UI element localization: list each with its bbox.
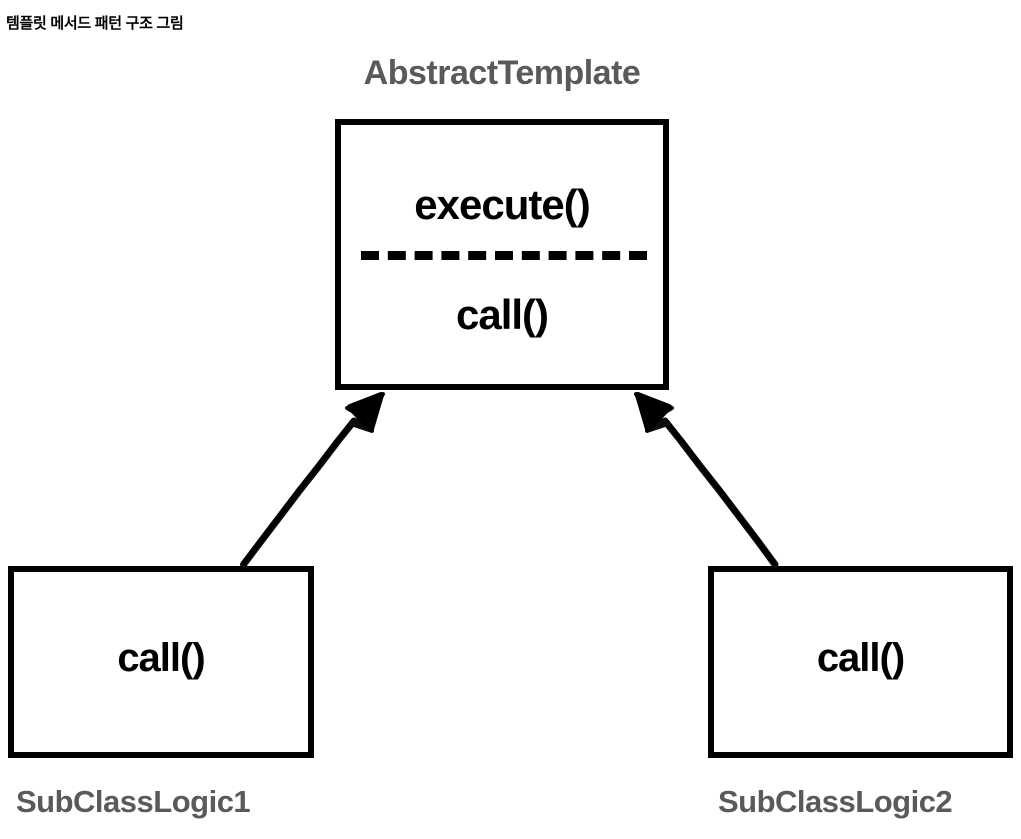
class-box-sub-class-logic-2[interactable]: call() — [708, 566, 1013, 758]
member-separator-dashed — [361, 251, 647, 260]
class-label-sub-class-logic-2: SubClassLogic2 — [718, 784, 953, 819]
member-call-sub1: call() — [117, 636, 205, 680]
member-execute: execute() — [414, 181, 590, 228]
diagram-caption: 템플릿 메서드 패턴 구조 그림 — [6, 15, 184, 32]
inheritance-arrow-right[interactable] — [634, 392, 779, 568]
class-box-sub-class-logic-1[interactable]: call() — [8, 566, 314, 758]
class-label-abstract-template: AbstractTemplate — [363, 54, 641, 92]
inheritance-arrow-left[interactable] — [240, 392, 385, 568]
member-call-sub2: call() — [816, 636, 905, 680]
class-box-abstract-template[interactable]: execute() call() — [335, 119, 669, 390]
member-call-abstract: call() — [455, 291, 549, 338]
class-label-sub-class-logic-1: SubClassLogic1 — [16, 784, 251, 819]
